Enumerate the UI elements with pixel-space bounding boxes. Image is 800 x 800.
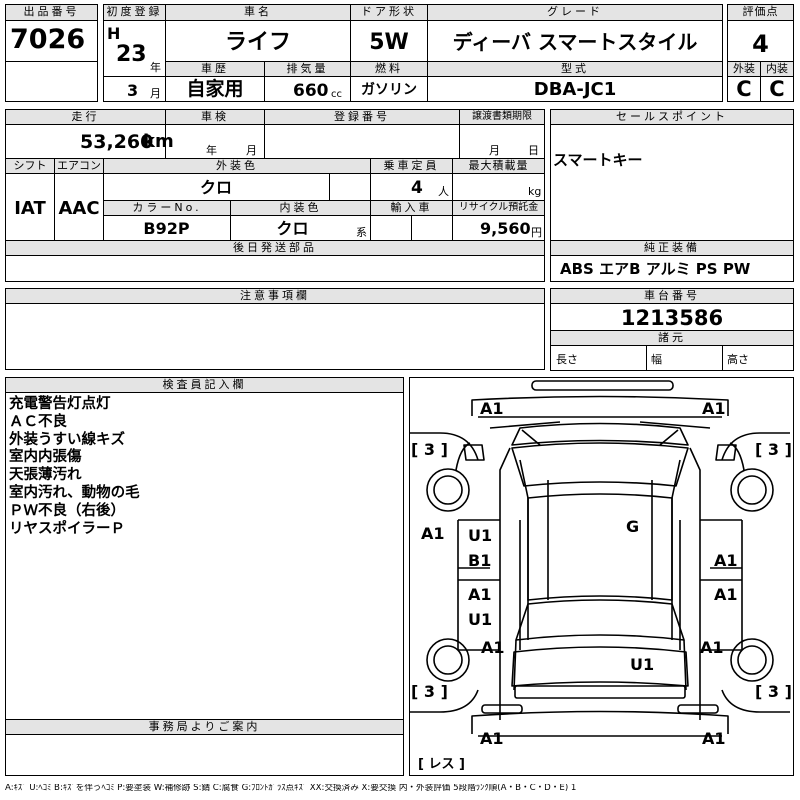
- notes-box: [5, 303, 545, 370]
- inspector-line: 外装うすい線キズ: [9, 431, 125, 448]
- color-no-value: B92P: [143, 219, 190, 238]
- mark-tire-rl: [ 3 ]: [411, 682, 448, 701]
- inspector-line: 天張薄汚れ: [9, 467, 82, 484]
- inspector-line: リヤスポイラーＰ: [9, 520, 125, 537]
- displacement-value: 660: [293, 81, 329, 101]
- office-label: 事務局よりご案内: [5, 719, 404, 735]
- mark-front-left: A1: [480, 399, 504, 418]
- fuel-value: ガソリン: [361, 82, 417, 98]
- legend: A:ｷｽﾞ U:ﾍｺﾐ B:ｷｽﾞを伴うﾍｺﾐ P:要塗装 W:補修跡 S:錆 …: [5, 784, 577, 793]
- inspector-line: ＡＣ不良: [9, 413, 67, 430]
- mark-door-lf-top: U1: [468, 526, 493, 545]
- mark-roof: G: [626, 517, 640, 536]
- interior-grade-value: C: [769, 77, 785, 101]
- mark-rear-left-side: A1: [481, 638, 505, 657]
- sales-point-value: スマートキー: [553, 151, 643, 169]
- inspector-line: 室内内張傷: [9, 449, 82, 466]
- mark-tire-fr: [ 3 ]: [755, 440, 792, 459]
- recycle-value: 9,560: [480, 219, 531, 238]
- first-reg-label: 初度登録: [103, 4, 166, 21]
- first-reg-era: H: [107, 24, 121, 43]
- capacity-value: 4: [411, 178, 423, 198]
- mark-tire-rr: [ 3 ]: [755, 682, 792, 701]
- door-value: 5W: [369, 30, 409, 55]
- mark-door-lf-bottom: B1: [468, 551, 492, 570]
- car-name-label: 車名: [165, 4, 351, 21]
- grade-value: ディーバ スマートスタイル: [452, 30, 698, 54]
- mileage-label: 走行: [5, 109, 166, 125]
- inspector-lines: 充電警告灯点灯 ＡＣ不良 外装うすい線キズ 室内内張傷 天張薄汚れ 室内汚れ、動…: [9, 396, 140, 538]
- score-value: 4: [752, 30, 769, 58]
- lot-no-value: 7026: [10, 24, 86, 55]
- mark-tire-fl: [ 3 ]: [411, 440, 448, 459]
- mark-door-rf: A1: [714, 551, 738, 570]
- mark-rear-right: A1: [702, 729, 726, 748]
- ext-color-value: クロ: [199, 178, 232, 197]
- aircon-value: AAC: [58, 198, 100, 219]
- mark-front-right: A1: [702, 399, 726, 418]
- inspector-line: 充電警告灯点灯: [9, 396, 111, 412]
- mileage-value: 53,260: [80, 131, 154, 153]
- int-color-value: クロ: [276, 219, 309, 238]
- car-name-value: ライフ: [224, 30, 291, 55]
- car-diagram-frame: [409, 377, 794, 776]
- mark-rear-right-side: A1: [700, 638, 724, 657]
- inspector-line: 室内汚れ、動物の毛: [9, 484, 140, 501]
- color-no-label: カラーNo.: [103, 200, 231, 216]
- equipment-value: ABS エアB アルミ PS PW: [560, 260, 751, 278]
- model-value: DBA-JC1: [533, 79, 617, 100]
- mark-side-left-front: A1: [421, 524, 445, 543]
- mark-door-lr-bottom: U1: [468, 610, 493, 629]
- shift-value: IAT: [14, 198, 46, 219]
- inspector-line: ＰＷ不良（右後）: [9, 502, 125, 519]
- chassis-value: 1213586: [620, 306, 724, 330]
- mark-spare: [ レス ]: [418, 757, 465, 772]
- mark-door-rr: A1: [714, 585, 738, 604]
- history-label: 車歴: [165, 61, 265, 77]
- first-reg-month: 3: [127, 81, 139, 100]
- mark-rear-left: A1: [480, 729, 504, 748]
- first-reg-year: 23: [116, 42, 147, 67]
- later-parts-label: 後日発送部品: [5, 240, 545, 256]
- history-value: 自家用: [186, 78, 244, 100]
- exterior-grade-value: C: [736, 77, 752, 101]
- office-box: [5, 734, 404, 776]
- mark-door-lr-top: A1: [468, 585, 492, 604]
- mark-trunk: U1: [630, 655, 655, 674]
